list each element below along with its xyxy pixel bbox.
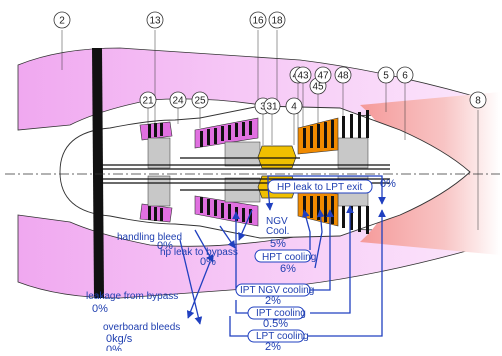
station-number-13: 13	[149, 16, 161, 27]
leakage-from-bypass-value: 0%	[92, 303, 108, 315]
fan-blade	[92, 48, 104, 298]
ngv-cool-label-2: Cool.	[266, 226, 289, 237]
station-number-18: 18	[271, 16, 283, 27]
hpt-cooling-label: HPT cooling	[262, 252, 316, 263]
hp-leak-to-lpt-exit-value: 0%	[380, 178, 396, 190]
overboard-bleeds-value-2: 0%	[106, 344, 122, 351]
hpt-cooling-value: 6%	[280, 263, 296, 275]
lpt-cooling-label: LPT cooling	[256, 331, 309, 342]
hp-leak-to-bypass-value: 0%	[200, 256, 216, 268]
station-number-43: 43	[297, 71, 309, 82]
station-number-8: 8	[475, 96, 481, 107]
station-number-4: 4	[291, 102, 297, 113]
lpt-cooling-value: 2%	[265, 341, 281, 351]
hp-leak-to-lpt-exit-label: HP leak to LPT exit	[277, 182, 362, 193]
leakage-from-bypass-label: leakage from bypass	[86, 291, 178, 302]
station-number-6: 6	[402, 71, 408, 82]
hp-leak-to-bypass-label: hp leak to bypass	[160, 247, 238, 258]
station-number-5: 5	[383, 71, 389, 82]
station-number-2: 2	[59, 16, 65, 27]
station-number-47: 47	[317, 71, 329, 82]
overboard-bleeds-label: overboard bleeds	[103, 322, 180, 333]
station-number-16: 16	[252, 16, 264, 27]
station-number-21: 21	[142, 96, 154, 107]
station-number-24: 24	[172, 96, 184, 107]
station-number-25: 25	[194, 96, 206, 107]
station-number-48: 48	[337, 71, 349, 82]
ngv-cool-value: 5%	[270, 238, 286, 250]
ipt-cooling-value: 0.5%	[263, 318, 288, 330]
ipt-ngv-cooling-value: 2%	[265, 295, 281, 307]
station-number-31: 31	[266, 102, 278, 113]
